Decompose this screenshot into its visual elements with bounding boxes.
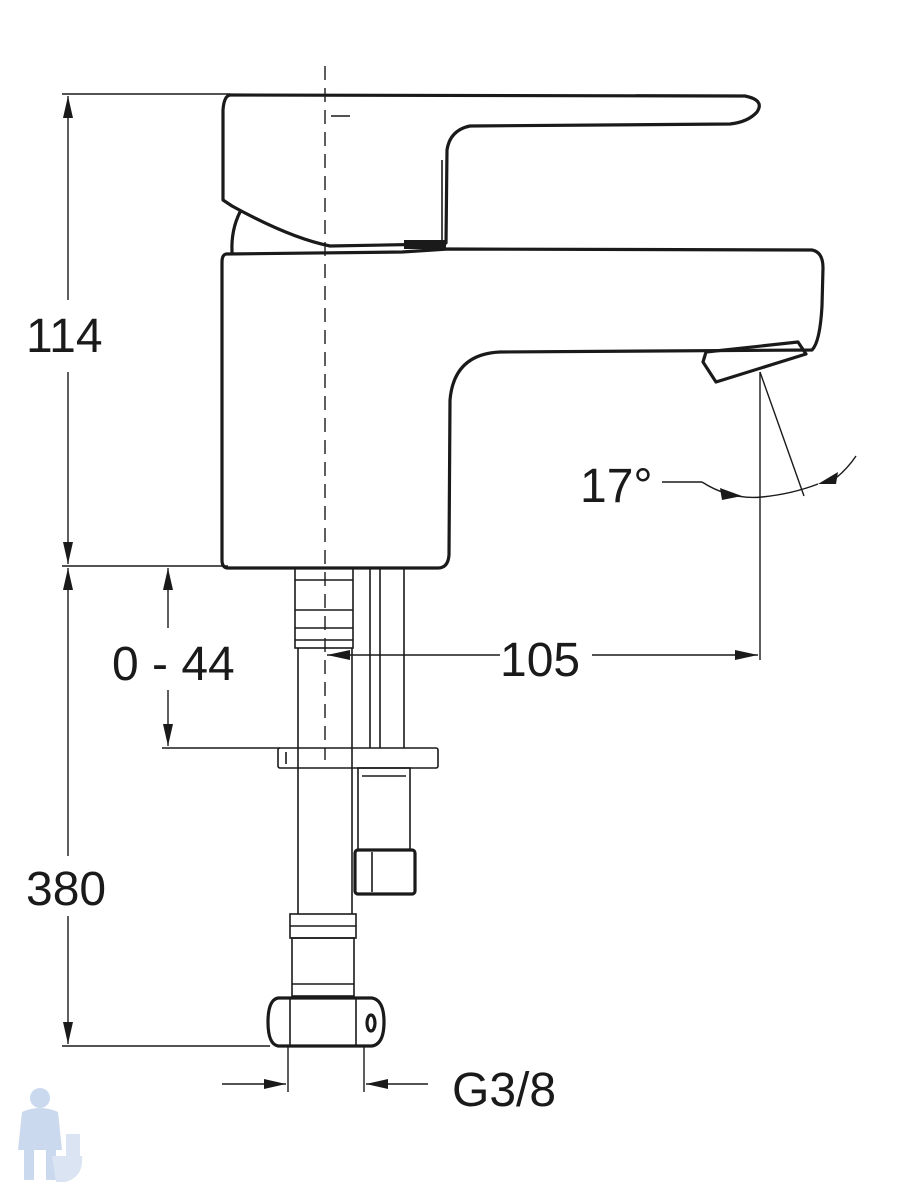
- dim-105-label: 105: [500, 634, 580, 687]
- thread-arrow-right: [366, 1079, 388, 1089]
- handle-seam: [404, 240, 446, 249]
- dim-114-arrow-up: [63, 96, 73, 118]
- hex-nut: [266, 996, 386, 1048]
- hose-sleeve: [291, 937, 355, 997]
- dim-380-arrow-down: [63, 1022, 73, 1044]
- dim-114-arrow-down: [63, 542, 73, 564]
- dim-105-arrow-left: [327, 650, 350, 660]
- dim-380-arrow-up: [63, 568, 73, 590]
- dim-114-label: 114: [26, 310, 103, 363]
- dim-044-label: 0 - 44: [112, 638, 235, 691]
- second-fitting: [357, 767, 411, 851]
- thread-label: G3/8: [452, 1064, 556, 1117]
- angle-arrow-left: [720, 488, 742, 500]
- nut-hole: [365, 1013, 377, 1033]
- second-nut: [353, 848, 417, 896]
- dim-105-arrow-right: [735, 650, 758, 660]
- main-pipe: [294, 567, 354, 649]
- dim-044-arrow-up: [163, 568, 173, 590]
- mounting-plate: [277, 747, 439, 769]
- dim-044-arrow-down: [163, 724, 173, 746]
- angle-tail: [835, 455, 857, 479]
- thread-arrow-left: [264, 1079, 286, 1089]
- dim-380-label: 380: [26, 863, 106, 916]
- plumber-logo-icon: [18, 1088, 83, 1182]
- angle-label: 17°: [580, 460, 653, 513]
- aerator: [701, 340, 808, 384]
- faucet-body: [220, 247, 825, 570]
- lever-handle: [221, 93, 761, 248]
- angle-arrow-right: [818, 472, 838, 484]
- angle-arc: [701, 481, 819, 499]
- handle-neck: [230, 210, 242, 254]
- angle-ray: [759, 371, 805, 497]
